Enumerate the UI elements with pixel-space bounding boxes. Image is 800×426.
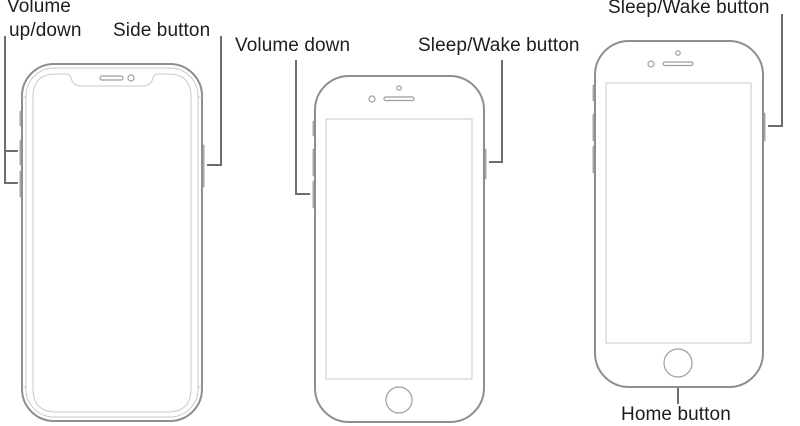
phone-bezel	[25, 67, 199, 418]
leader-sleep-wake	[768, 14, 783, 127]
speaker-grille	[99, 75, 124, 81]
leader-side-button	[207, 36, 222, 166]
front-camera	[127, 74, 135, 82]
label-volume-down: Volume down	[235, 35, 351, 56]
screen	[605, 82, 752, 344]
leader-volume-down	[4, 151, 18, 184]
label-home-button: Home button	[621, 404, 731, 425]
phone-home-model-a	[312, 75, 487, 423]
leader-volume-up	[4, 36, 18, 152]
screen	[325, 118, 473, 380]
speaker-grille	[662, 61, 694, 67]
proximity-sensor	[675, 50, 681, 56]
speaker-grille	[383, 96, 415, 102]
screen	[32, 73, 192, 413]
phone-home-model-b	[592, 40, 766, 388]
home-button	[385, 386, 413, 414]
leader-volume-down	[295, 60, 310, 195]
leader-sleep-wake	[489, 60, 503, 163]
phone-notch-model	[19, 63, 205, 422]
proximity-sensor	[396, 85, 402, 91]
label-sleep-wake-button: Sleep/Wake button	[418, 35, 580, 56]
label-volume-line1: Volume	[7, 0, 71, 17]
front-camera	[647, 60, 655, 68]
label-side-button: Side button	[113, 20, 211, 41]
home-button	[663, 348, 693, 378]
front-camera	[368, 95, 376, 103]
label-volume-line2: up/down	[9, 20, 82, 41]
label-sleep-wake-button: Sleep/Wake button	[608, 0, 770, 18]
